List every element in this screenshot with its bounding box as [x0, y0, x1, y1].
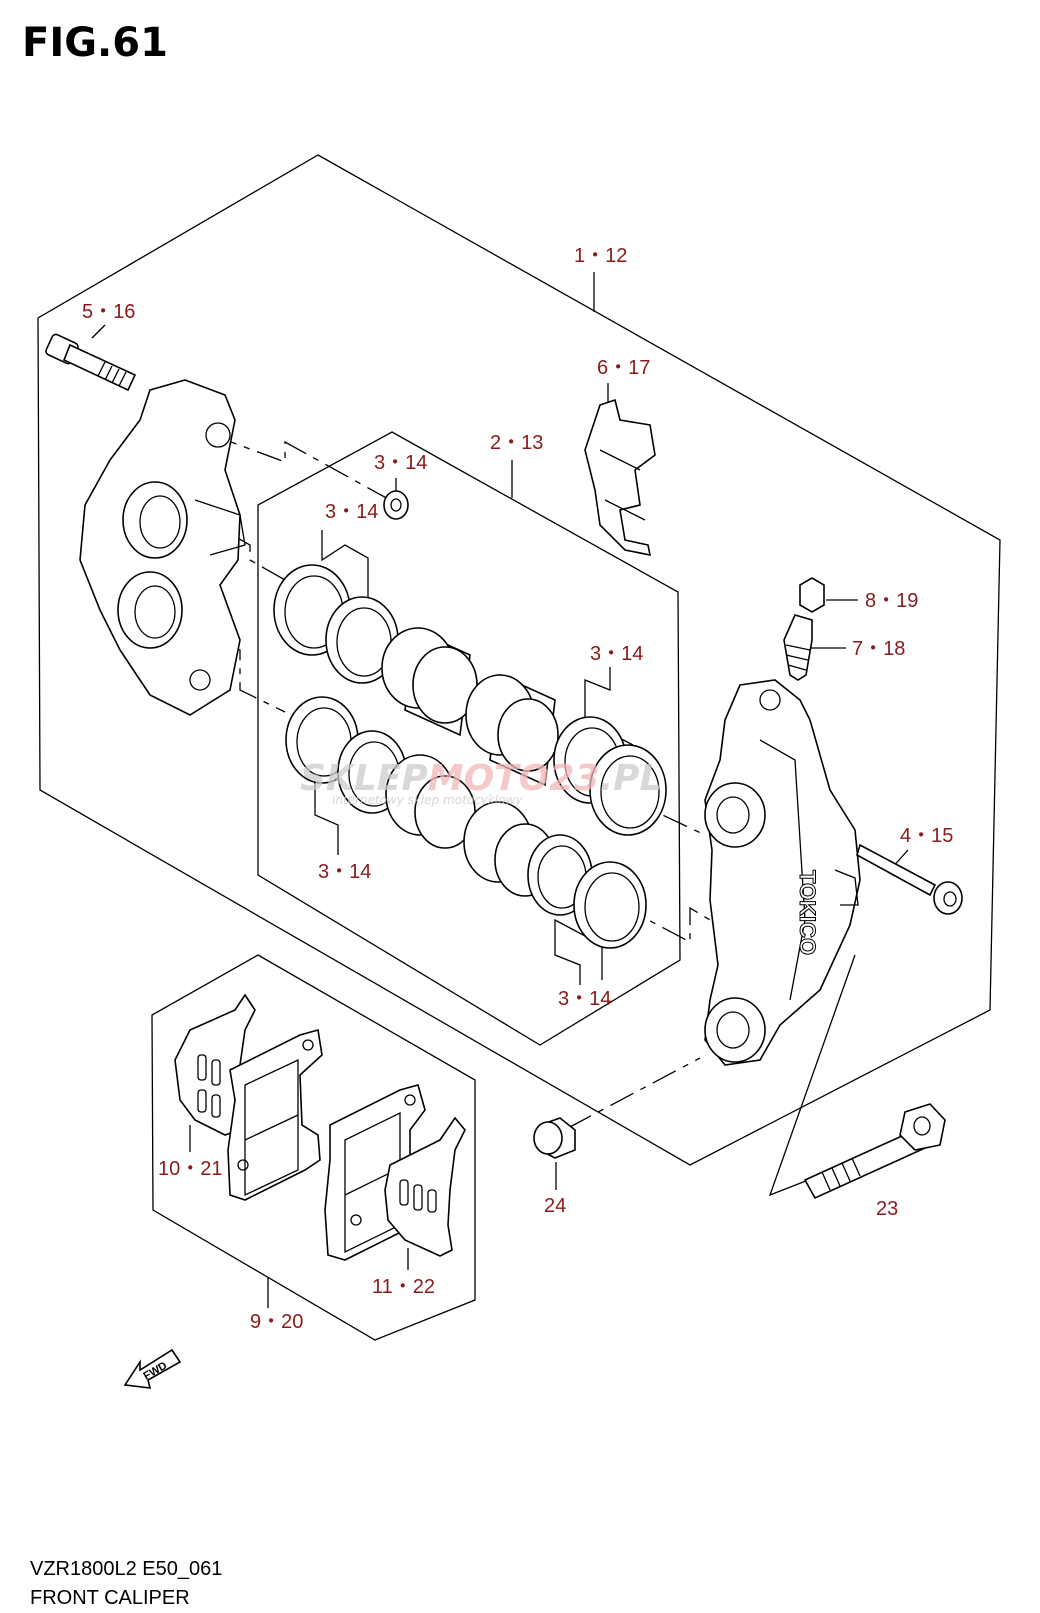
- piston-upper-left: [381, 627, 478, 737]
- bleeder-valve-part-7: [783, 614, 813, 681]
- bleeder-cap-part-8: [799, 577, 825, 613]
- label-6-17: 6・17: [597, 357, 650, 379]
- piston-seals-upper-left: [273, 564, 399, 684]
- label-3-14-d: 3・14: [318, 861, 371, 883]
- caliper-half-right: TOKICO: [704, 679, 861, 1066]
- piston-seals-lower-right: [527, 834, 647, 949]
- section-name: FRONT CALIPER: [30, 1587, 190, 1609]
- label-1-12: 1・12: [574, 245, 627, 267]
- bracket-3-14-e: [554, 918, 603, 985]
- piston-seals-upper-right: [553, 716, 667, 836]
- fwd-marker-text: FWD: [142, 1360, 170, 1383]
- watermark: SKLEPMOTO23.PL internetowy sklep motocyk…: [300, 758, 662, 807]
- diagram-footer: VZR1800L2 E50_061 FRONT CALIPER: [30, 1555, 222, 1613]
- bracket-3-14-d: [314, 780, 339, 855]
- label-8-19: 8・19: [865, 590, 918, 612]
- caliper-bolt-part-5: [45, 333, 137, 392]
- label-5-16: 5・16: [82, 301, 135, 323]
- label-3-14-c: 3・14: [590, 643, 643, 665]
- caliper-brand-mark: TOKICO: [795, 870, 820, 955]
- mounting-bolt-part-23: [803, 1103, 946, 1200]
- assembly-line-right-lower: [619, 904, 711, 944]
- brake-pad-group-outline: [151, 954, 476, 1341]
- label-3-14-e: 3・14: [558, 988, 611, 1010]
- sleeve-part-24: [533, 1117, 576, 1159]
- label-11-22: 11・22: [372, 1276, 435, 1298]
- brake-pad-part-9-left: [227, 1028, 323, 1201]
- forward-direction-marker: FWD: [123, 1348, 182, 1389]
- assembly-line-bolt: [211, 434, 391, 501]
- pad-spring-part-6: [584, 398, 656, 557]
- label-9-20: 9・20: [250, 1311, 303, 1333]
- label-2-13: 2・13: [490, 432, 543, 454]
- label-3-14-a: 3・14: [374, 452, 427, 474]
- label-24: 24: [544, 1195, 566, 1217]
- assembly-line-sleeve: [567, 1057, 701, 1129]
- label-7-18: 7・18: [852, 638, 905, 660]
- caliper-assembly-outline: [37, 154, 1001, 1166]
- piston-group-outline: [257, 431, 681, 1046]
- piston-lower-left: [385, 754, 476, 849]
- leader-5-16: [91, 324, 106, 339]
- figure-title: FIG.61: [22, 20, 168, 66]
- caliper-half-left: [79, 379, 246, 716]
- label-10-21: 10・21: [158, 1158, 223, 1180]
- piston-upper-right: [465, 673, 559, 787]
- pad-shim-part-11: [384, 1116, 466, 1257]
- label-23: 23: [876, 1198, 898, 1220]
- svg-text:internetowy sklep motocyklowy: internetowy sklep motocyklowy: [332, 793, 523, 807]
- pad-pin-part-4: [856, 843, 963, 915]
- svg-text:SKLEPMOTO23.PL: SKLEPMOTO23.PL: [300, 758, 662, 799]
- model-code: VZR1800L2 E50_061: [30, 1558, 223, 1580]
- label-3-14-b: 3・14: [325, 501, 378, 523]
- label-4-15: 4・15: [900, 825, 953, 847]
- seal-washer-part-3: [383, 490, 409, 520]
- bracket-3-14-b: [321, 530, 369, 600]
